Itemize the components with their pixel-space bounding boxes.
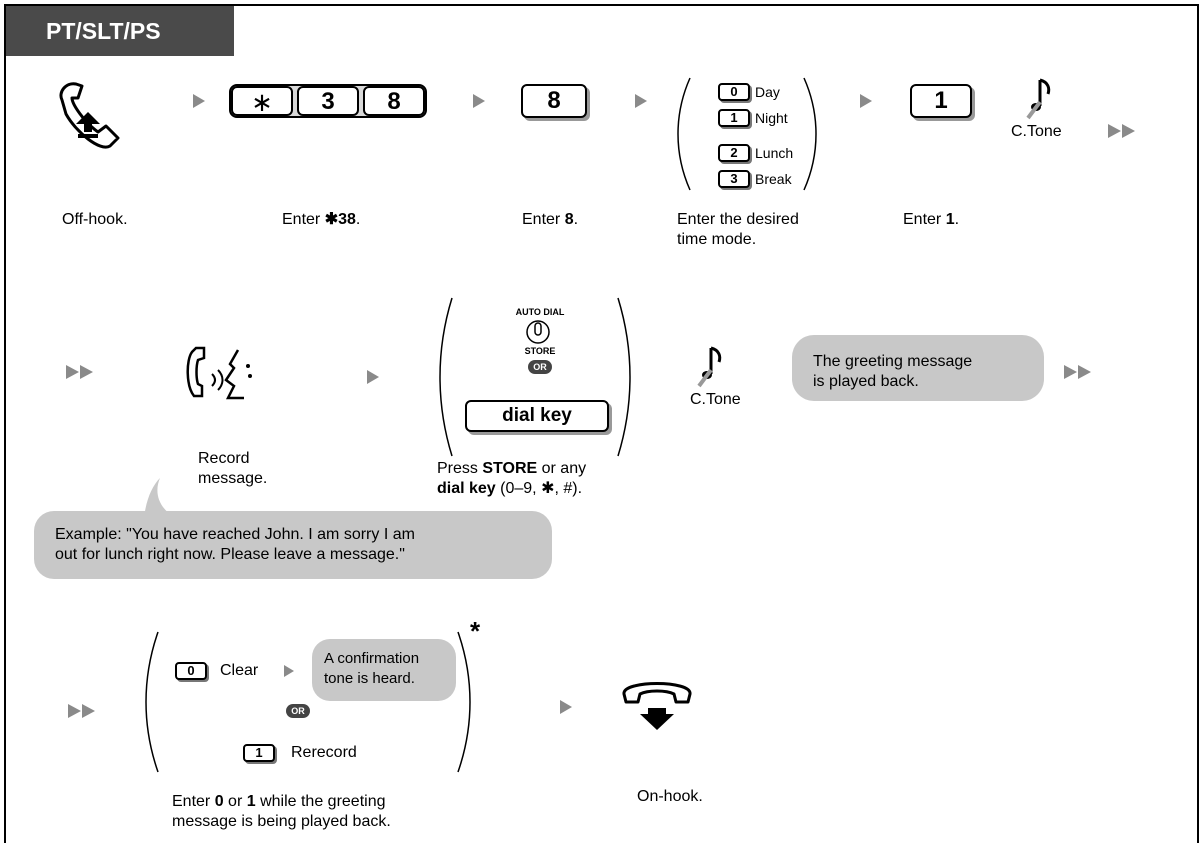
arrow-icon <box>860 94 872 108</box>
example-bubble: Example: "You have reached John. I am so… <box>34 511 552 579</box>
diagram-frame <box>4 4 1199 843</box>
rerecord-key[interactable]: 1 <box>243 744 275 762</box>
on-hook-handset-icon <box>622 682 692 730</box>
store-button-icon[interactable] <box>525 319 551 345</box>
or-badge: OR <box>286 704 310 718</box>
continue-arrow-icon <box>68 704 96 723</box>
confirmation-tone-icon <box>697 346 722 388</box>
time-mode-bracket <box>677 77 817 191</box>
step-label: Enter ✱38. <box>282 211 361 228</box>
arrow-icon <box>560 700 572 714</box>
key-3[interactable]: 3 <box>297 86 359 116</box>
store-label: STORE <box>524 346 556 356</box>
rerecord-label: Rerecord <box>291 744 357 761</box>
arrow-icon <box>284 665 294 677</box>
time-mode-label: Lunch <box>755 145 794 161</box>
confirmation-tone-icon <box>1026 78 1051 120</box>
time-mode-key[interactable]: 3 <box>718 170 750 188</box>
continue-arrow-icon <box>1108 124 1136 143</box>
continue-arrow-icon <box>1064 365 1092 384</box>
page-title: PT/SLT/PS <box>6 6 234 56</box>
record-speaking-icon <box>186 346 252 400</box>
time-mode-key[interactable]: 0 <box>718 83 750 101</box>
step-label: Enter 1. <box>903 211 960 228</box>
key-8-second[interactable]: 8 <box>521 84 587 118</box>
ctone-label: C.Tone <box>690 391 741 408</box>
time-mode-key[interactable]: 2 <box>718 144 750 162</box>
continue-arrow-icon <box>66 365 94 384</box>
example-bubble-tail <box>144 478 176 518</box>
time-mode-label: Break <box>755 171 792 187</box>
time-mode-label: Night <box>755 110 788 126</box>
dial-key-button[interactable]: dial key <box>465 400 609 432</box>
key-8[interactable]: 8 <box>363 86 425 116</box>
ctone-label: C.Tone <box>1011 123 1062 140</box>
arrow-icon <box>473 94 485 108</box>
off-hook-handset-icon <box>59 82 120 149</box>
arrow-icon <box>193 94 205 108</box>
step-label: Enter 8. <box>522 211 579 228</box>
store-bracket <box>439 297 631 457</box>
time-mode-key[interactable]: 1 <box>718 109 750 127</box>
or-badge: OR <box>528 360 552 374</box>
note-asterisk: * <box>470 616 481 646</box>
time-mode-label: Day <box>755 84 780 100</box>
clear-key[interactable]: 0 <box>175 662 207 680</box>
key-star[interactable]: ∗ <box>231 86 293 116</box>
options-bracket <box>145 631 471 773</box>
clear-label: Clear <box>220 662 259 679</box>
step-label: Off-hook. <box>62 211 128 228</box>
arrow-icon <box>367 370 379 384</box>
arrow-icon <box>635 94 647 108</box>
step-label: On-hook. <box>637 788 703 805</box>
key-1[interactable]: 1 <box>910 84 972 118</box>
auto-dial-label: AUTO DIAL <box>515 307 565 317</box>
